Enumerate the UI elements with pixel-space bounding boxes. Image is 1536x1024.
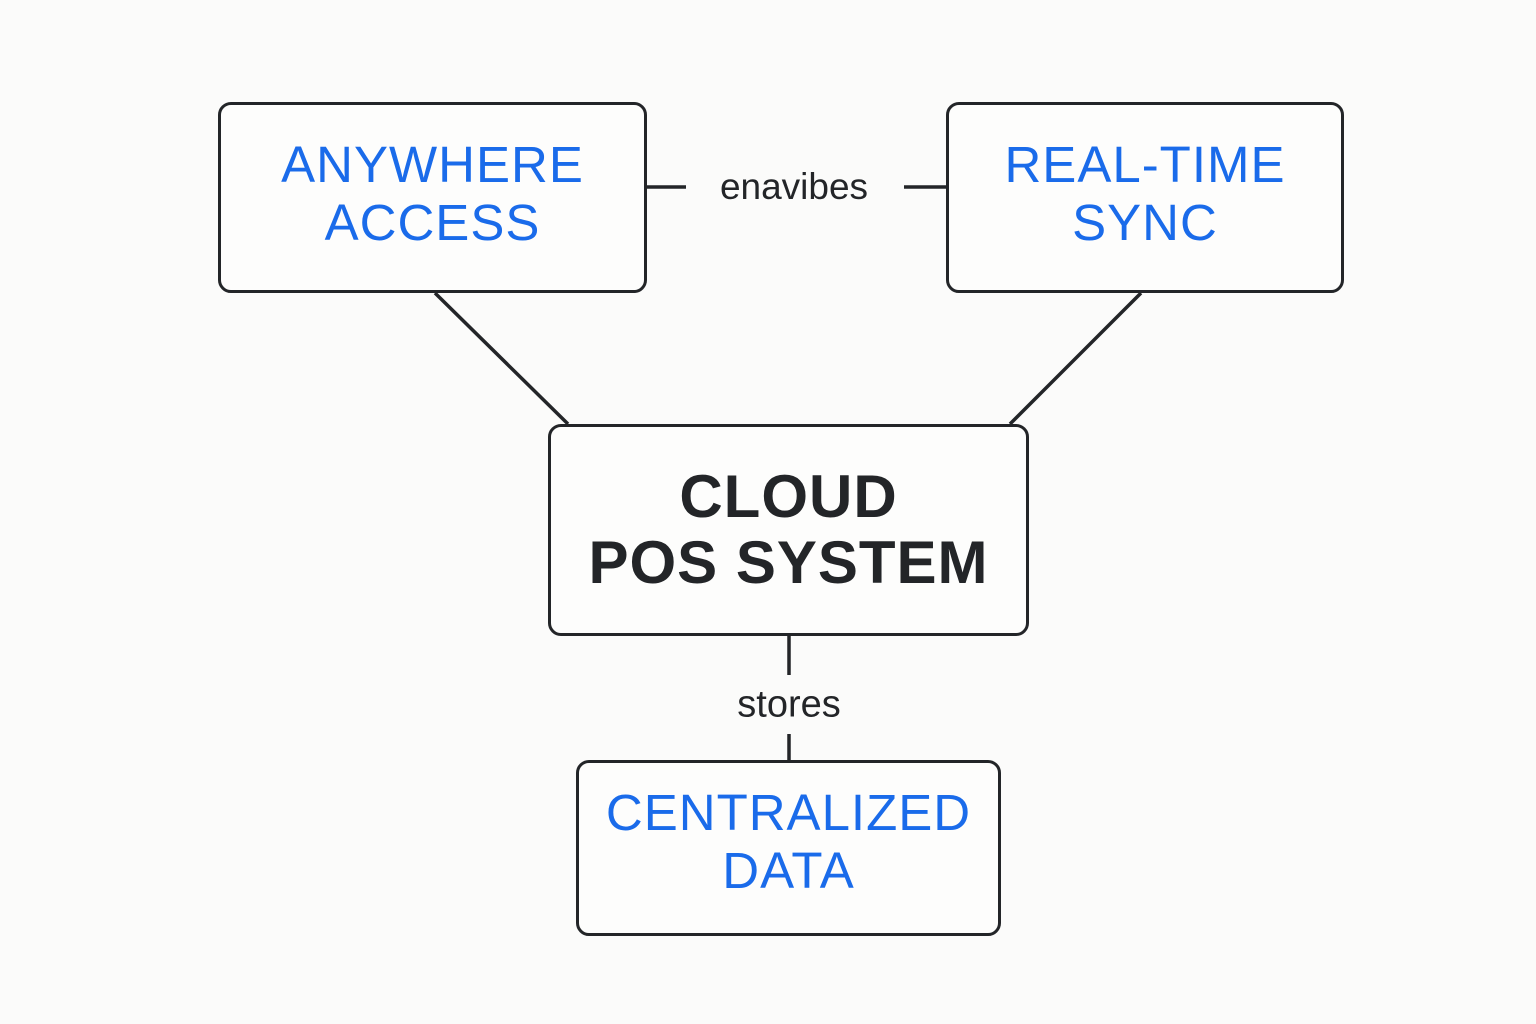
node-label: REAL-TIME SYNC: [1004, 136, 1285, 251]
edge-realtime-to-cloud: [1008, 291, 1143, 426]
node-label: CENTRALIZED DATA: [606, 784, 971, 899]
node-centralized-data: CENTRALIZED DATA: [576, 760, 1001, 936]
edge-label-stores: stores: [737, 683, 841, 726]
node-anywhere-access: ANYWHERE ACCESS: [218, 102, 647, 293]
node-label-line: ANYWHERE: [281, 135, 584, 193]
node-label-line: REAL-TIME: [1004, 135, 1286, 193]
node-real-time-sync: REAL-TIME SYNC: [946, 102, 1344, 293]
node-label-line: ACCESS: [324, 193, 541, 251]
edge-anywhere-to-cloud: [433, 291, 570, 426]
node-label-line: DATA: [722, 842, 855, 899]
node-label-line: SYNC: [1072, 193, 1218, 251]
node-label: ANYWHERE ACCESS: [281, 136, 584, 251]
node-label-line: CENTRALIZED: [605, 784, 972, 842]
node-cloud-pos-system: CLOUD POS SYSTEM: [548, 424, 1029, 636]
node-label-line: POS SYSTEM: [588, 529, 989, 596]
edge-label-enavibes: enavibes: [719, 166, 869, 207]
node-label-line: CLOUD: [679, 463, 898, 530]
node-label: CLOUD POS SYSTEM: [588, 464, 988, 596]
